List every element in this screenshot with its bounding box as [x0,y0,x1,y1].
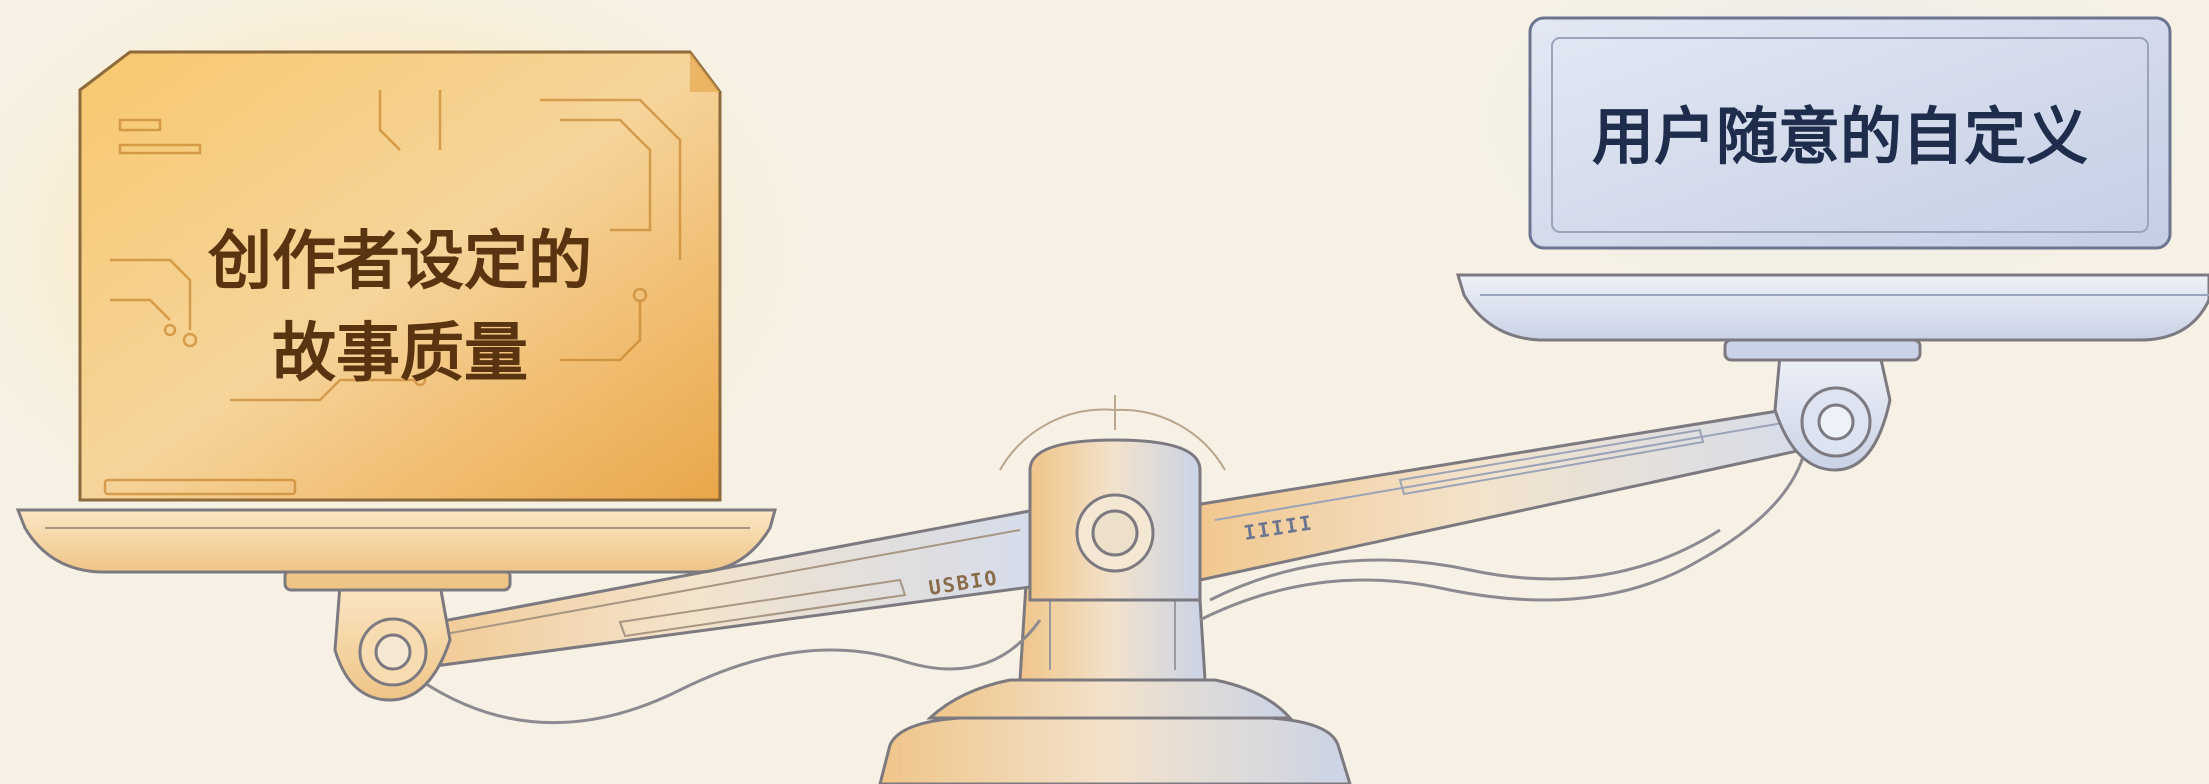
left-label-line-2: 故事质量 [272,317,528,391]
left-pan [18,510,775,590]
left-weight-box: 创作者设定的 故事质量 [80,52,720,500]
beam-right-arm: IIIII [1195,405,1825,580]
right-weight-box: 用户随意的自定义 [1530,18,2170,248]
left-label-line-1: 创作者设定的 [208,225,592,299]
right-label: 用户随意的自定义 [1592,100,2088,173]
left-pan-joint [335,585,450,700]
right-pan [1458,275,2209,360]
pivot-hub [1030,440,1200,600]
